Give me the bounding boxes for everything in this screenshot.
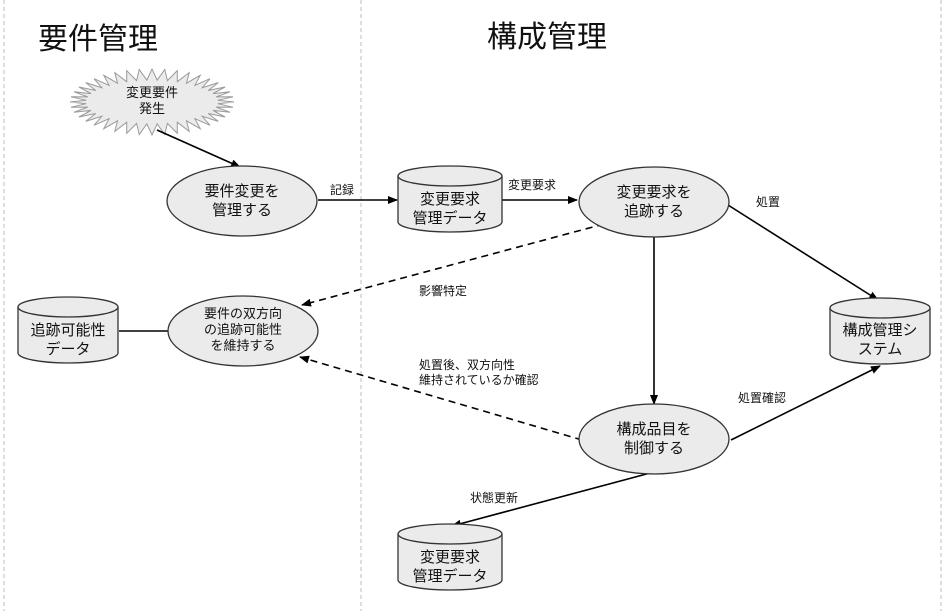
edge-event-to-manage — [156, 129, 241, 168]
change-request-data-top-line1: 変更要求 — [419, 190, 480, 208]
edge-impact-identification — [301, 223, 605, 307]
edge-label-after-handling: 処置後、双方向性 維持されているか確認 — [419, 358, 539, 388]
traceability-data-cylinder — [17, 296, 119, 364]
edge-label-change-request: 変更要求 — [508, 178, 557, 192]
edge-label-impact-identification: 影響特定 — [419, 284, 468, 298]
edge-label-after-handling-line1: 処置後、双方向性 — [419, 358, 516, 372]
manage-req-change-node — [166, 165, 318, 237]
track-change-request-label: 変更要求を 追跡する — [584, 182, 724, 222]
track-change-request-line1: 変更要求を — [616, 183, 692, 201]
control-config-items-node — [578, 403, 730, 475]
lane-heading-configuration: 構成管理 — [487, 20, 607, 55]
change-request-data-bottom-line2: 管理データ — [412, 567, 488, 585]
cm-system-label: 構成管理シ ステム — [830, 320, 930, 360]
edge-label-record: 記録 — [330, 183, 355, 197]
edge-after-handling — [299, 355, 583, 441]
change-event-burst — [69, 67, 235, 137]
edge-handling-confirmation — [730, 365, 881, 441]
track-change-request-node — [578, 166, 730, 238]
edge-label-handling-confirmation: 処置確認 — [738, 391, 787, 405]
change-request-data-top-line2: 管理データ — [412, 209, 488, 227]
manage-req-change-line1: 要件変更を — [204, 182, 280, 200]
control-config-items-line1: 構成品目を — [616, 420, 692, 438]
manage-req-change-label: 要件変更を 管理する — [172, 181, 312, 221]
maintain-traceability-line3: を維持する — [210, 339, 276, 354]
cm-system-line1: 構成管理シ — [842, 321, 918, 339]
edge-label-status-update: 状態更新 — [470, 491, 519, 505]
change-event-line2: 発生 — [138, 102, 165, 117]
traceability-data-label: 追跡可能性 データ — [18, 320, 118, 360]
maintain-traceability-line1: 要件の双方向 — [203, 307, 282, 322]
change-event-label: 変更要件 発生 — [104, 82, 200, 122]
maintain-traceability-label: 要件の双方向 の追跡可能性 を維持する — [173, 306, 313, 356]
track-change-request-line2: 追跡する — [623, 202, 684, 220]
change-request-data-bottom-line1: 変更要求 — [419, 548, 480, 566]
change-request-data-bottom-label: 変更要求 管理データ — [398, 547, 502, 587]
maintain-traceability-node — [167, 295, 319, 367]
change-request-data-bottom-cylinder — [397, 523, 503, 591]
edge-label-handling: 処置 — [756, 195, 781, 209]
change-request-data-top-cylinder — [397, 165, 503, 233]
cm-system-line2: ステム — [857, 340, 903, 358]
control-config-items-line2: 制御する — [623, 439, 684, 457]
change-event-line1: 変更要件 — [125, 86, 178, 101]
edge-status-update — [451, 471, 655, 528]
cm-system-cylinder — [829, 297, 931, 365]
control-config-items-label: 構成品目を 制御する — [584, 419, 724, 459]
manage-req-change-line2: 管理する — [211, 201, 272, 219]
edge-label-after-handling-line2: 維持されているか確認 — [419, 373, 539, 387]
maintain-traceability-line2: の追跡可能性 — [203, 323, 282, 338]
traceability-data-line2: データ — [45, 340, 91, 358]
edge-handling — [727, 204, 879, 301]
lane-heading-requirements: 要件管理 — [38, 22, 158, 57]
change-request-data-top-label: 変更要求 管理データ — [398, 189, 502, 229]
traceability-data-line1: 追跡可能性 — [30, 321, 106, 339]
